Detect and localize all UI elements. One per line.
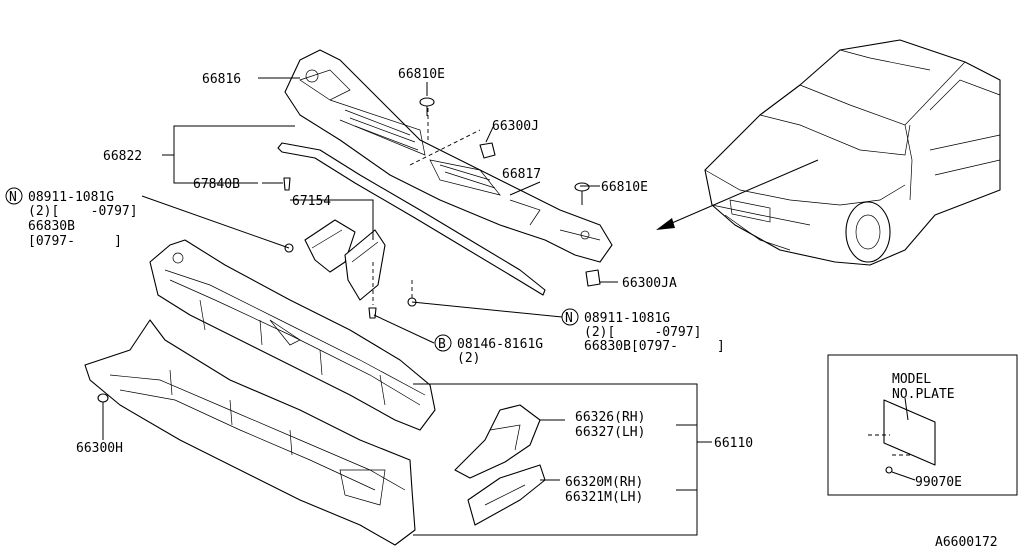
n-symbol-right-letter: N: [565, 311, 573, 326]
label-n-right-line3: 66830B[0797- ]: [584, 339, 725, 354]
bolt-b: [368, 307, 377, 319]
labels: 66816 66810E 66300J 66822 66817 66810E 6…: [5, 67, 998, 550]
cowl-inner-upper: [149, 239, 436, 431]
label-n-left-line3: 66830B: [28, 219, 75, 234]
bracket-67154: [304, 219, 413, 305]
seal-strip: [277, 142, 546, 296]
label-66327: 66327(LH): [575, 425, 645, 440]
clip-67840b: [283, 177, 291, 191]
label-66810e-right: 66810E: [601, 180, 648, 195]
label-n-right-line1: 08911-1081G: [584, 311, 670, 326]
grommet-66300ja: [585, 269, 601, 287]
label-66817: 66817: [502, 167, 541, 182]
clip-66810e-right: [574, 182, 590, 205]
cowl-top-panel: [284, 49, 613, 263]
label-66110: 66110: [714, 436, 753, 451]
label-66326: 66326(RH): [575, 410, 645, 425]
grommet-66300j: [479, 142, 496, 159]
label-66321m: 66321M(LH): [565, 490, 643, 505]
label-b-line2: (2): [457, 351, 480, 366]
label-66816: 66816: [202, 72, 241, 87]
b-symbol-letter: B: [438, 337, 446, 352]
label-99070e: 99070E: [915, 475, 962, 490]
reinforcement-66326: [454, 404, 541, 479]
b-symbol: [434, 334, 452, 352]
model-plate-inset: [827, 354, 1018, 496]
label-66320m: 66320M(RH): [565, 475, 643, 490]
n-symbol-left: [5, 187, 23, 205]
diagram-id: A6600172: [935, 535, 998, 550]
label-66810e-top: 66810E: [398, 67, 445, 82]
leader-lines: [102, 77, 712, 536]
label-66822: 66822: [103, 149, 142, 164]
n-symbol-right: [561, 308, 579, 326]
direction-arrow: [656, 159, 819, 230]
clip-66810e-top: [419, 97, 435, 116]
cowl-inner-lower: [84, 319, 416, 546]
label-66300ja: 66300JA: [622, 276, 677, 291]
label-66300h: 66300H: [76, 441, 123, 456]
label-67154: 67154: [292, 194, 331, 209]
label-n-left-line1: 08911-1081G: [28, 190, 114, 205]
label-no-plate: NO.PLATE: [892, 387, 955, 402]
label-model: MODEL: [892, 372, 931, 387]
car-illustration: [704, 39, 1001, 266]
n-symbol-left-letter: N: [9, 190, 17, 205]
label-67840b: 67840B: [193, 177, 240, 192]
grommet-66300h: [97, 393, 109, 403]
label-n-right-line2: (2)[ -0797]: [584, 325, 701, 340]
label-n-left-line2: (2)[ -0797]: [28, 204, 138, 219]
label-66300j: 66300J: [492, 119, 539, 134]
label-n-left-line4: [0797- ]: [28, 234, 122, 249]
label-b-line1: 08146-8161G: [457, 337, 543, 352]
